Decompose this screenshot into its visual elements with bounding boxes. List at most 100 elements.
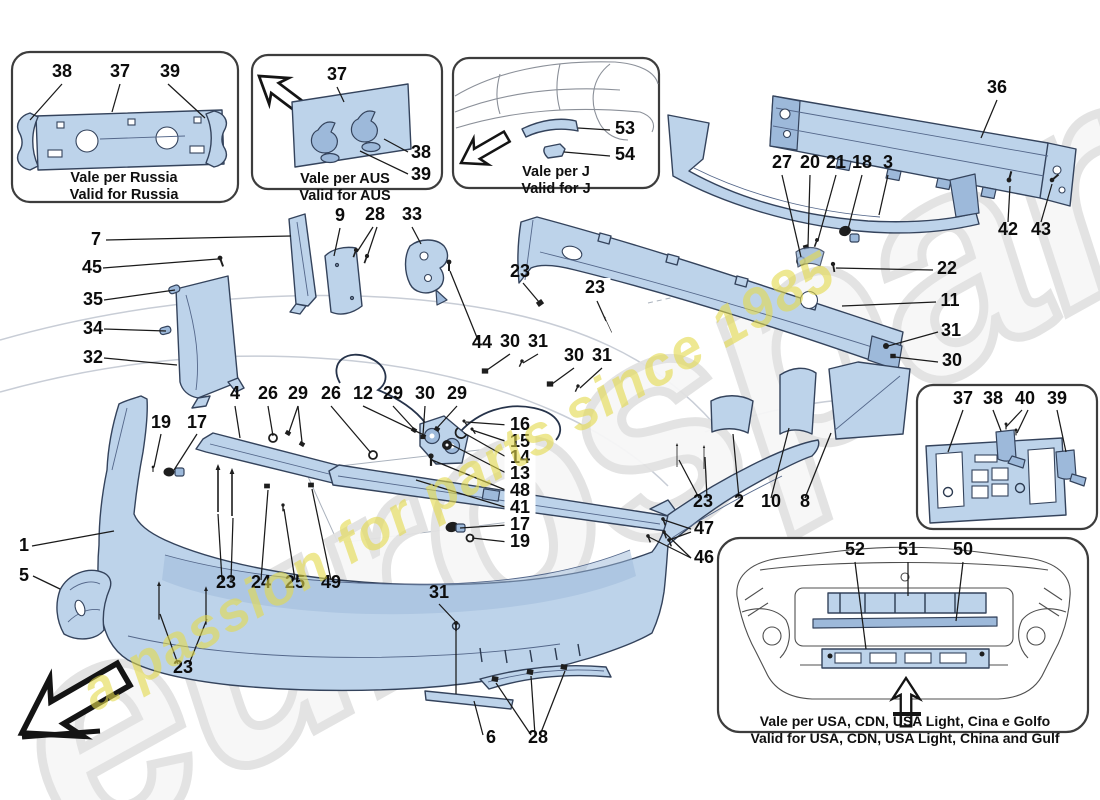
leader-line: [495, 682, 532, 736]
leader-line: [103, 328, 167, 332]
leader-line: [356, 226, 374, 253]
leader-line: [846, 174, 863, 234]
leader-line: [111, 83, 121, 113]
callout-34: 34: [83, 318, 103, 338]
callout-38: 38: [52, 61, 72, 81]
callout-15: 15: [510, 431, 530, 451]
leader-line: [522, 353, 539, 364]
leader-line: [366, 226, 378, 258]
callout-11: 11: [940, 290, 959, 310]
callout-17: 17: [187, 412, 207, 432]
callout-30: 30: [942, 350, 962, 370]
leader-line: [422, 405, 426, 436]
leader-line: [436, 405, 458, 429]
usa-caption-it: Vale per USA, CDN, USA Light, Cina e Gol…: [760, 713, 1050, 729]
callout-box: [504, 532, 536, 551]
callout-52: 52: [845, 539, 865, 559]
callout-54: 54: [615, 144, 635, 164]
callout-25: 25: [285, 572, 305, 592]
callout-6: 6: [486, 727, 496, 747]
leader-line: [1056, 409, 1067, 453]
callout-30: 30: [500, 331, 520, 351]
callout-23: 23: [693, 491, 713, 511]
leader-line: [31, 530, 115, 547]
leader-line: [267, 405, 274, 437]
leader-line: [431, 459, 509, 492]
upper-moulding: [517, 216, 904, 371]
leader-line: [173, 433, 198, 471]
callout-12: 12: [353, 383, 373, 403]
leader-line: [980, 99, 998, 139]
callout-29: 29: [447, 383, 467, 403]
callout-box: [504, 515, 536, 534]
panel-russia: Vale per Russia Valid for Russia: [10, 50, 240, 204]
callout-30: 30: [415, 383, 435, 403]
callout-49: 49: [321, 572, 341, 592]
leader-line: [392, 405, 415, 430]
japan-car-sketch: [454, 61, 659, 141]
callout-16: 16: [510, 414, 530, 434]
leader-line: [854, 561, 867, 650]
callout-18: 18: [852, 152, 872, 172]
callout-33: 33: [402, 204, 422, 224]
leader-line: [449, 270, 479, 341]
side-brackets: [159, 213, 449, 409]
leader-line: [539, 670, 566, 736]
leader-line: [648, 536, 692, 559]
plate-holder-part: [925, 422, 1087, 524]
callout-2: 2: [734, 491, 744, 511]
leader-line: [288, 405, 299, 433]
leader-line: [781, 174, 802, 258]
leader-line: [103, 357, 178, 366]
leader-line: [311, 488, 332, 581]
callout-37: 37: [110, 61, 130, 81]
leader-line: [887, 331, 939, 347]
callout-39: 39: [160, 61, 180, 81]
arrow-shadow: [21, 728, 101, 740]
leader-line: [664, 532, 692, 559]
callout-9: 9: [335, 205, 345, 225]
leader-line: [804, 432, 832, 499]
japan-trim-53: [521, 118, 579, 138]
leader-line: [817, 174, 837, 241]
callout-32: 32: [83, 347, 103, 367]
callout-1: 1: [19, 535, 29, 555]
callout-29: 29: [288, 383, 308, 403]
callout-28: 28: [528, 727, 548, 747]
callout-17: 17: [510, 514, 530, 534]
side-panels: [710, 361, 911, 440]
leader-line: [486, 353, 511, 371]
leader-line: [947, 409, 964, 453]
callout-26: 26: [321, 383, 341, 403]
leader-line: [663, 519, 692, 530]
callout-box: [504, 432, 536, 451]
leader-line: [1040, 183, 1053, 223]
leader-line: [438, 603, 456, 622]
usa-bumper-sketch: [736, 546, 1071, 700]
callout-31: 31: [592, 345, 612, 365]
leader-line: [1005, 409, 1023, 428]
corner-bracket: [56, 569, 112, 640]
callout-3: 3: [883, 152, 893, 172]
leader-line: [471, 429, 509, 443]
leader-line: [32, 575, 61, 590]
callout-box: [579, 278, 611, 297]
callout-27: 27: [772, 152, 792, 172]
callout-36: 36: [987, 77, 1007, 97]
leader-line: [411, 226, 422, 245]
callout-44: 44: [472, 332, 492, 352]
panel-plate-holder: [915, 383, 1099, 531]
leader-line: [105, 235, 292, 241]
callout-7: 7: [91, 229, 101, 249]
leader-line: [167, 83, 206, 119]
callout-37: 37: [953, 388, 973, 408]
leader-line: [878, 174, 889, 216]
bumper-reinforcement-bar: [769, 95, 1077, 207]
lower-strips: [424, 664, 612, 710]
callout-47: 47: [694, 518, 714, 538]
leader-line: [29, 83, 63, 121]
callout-19: 19: [151, 412, 171, 432]
leader-line: [522, 282, 540, 303]
russia-caption-it: Vale per Russia: [70, 170, 178, 186]
